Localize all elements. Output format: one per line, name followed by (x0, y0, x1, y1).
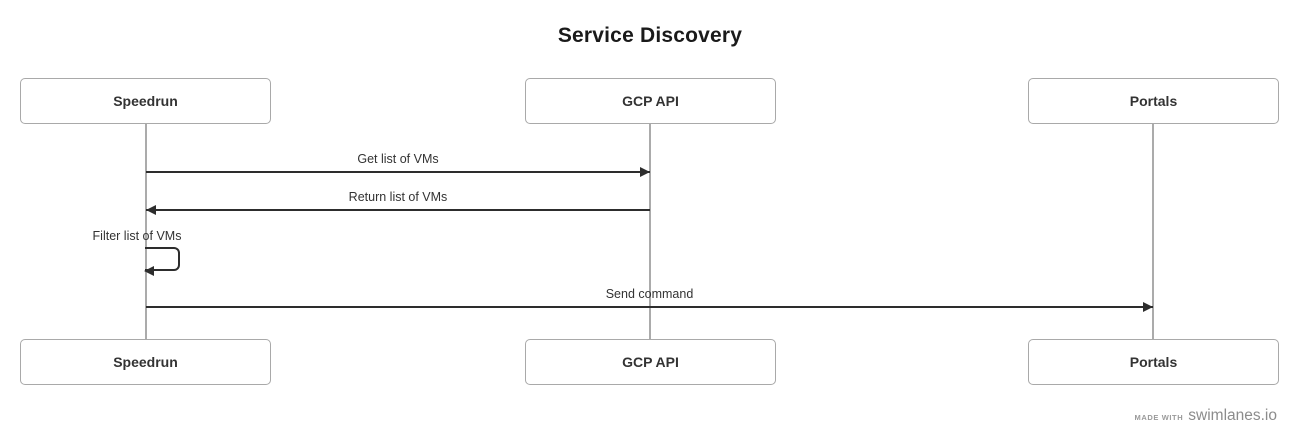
actor-label: Portals (1129, 354, 1178, 370)
arrowhead-right-icon (640, 167, 650, 177)
lifeline-portals (1152, 124, 1154, 340)
actor-box-speedrun-top: Speedrun (20, 78, 271, 124)
actor-label: Portals (1129, 93, 1178, 109)
made-with-label: MADE WITH (1134, 413, 1184, 422)
swimlanes-logo-text: swimlanes.io (1188, 407, 1277, 424)
message-label-filter-list: Filter list of VMs (92, 229, 182, 243)
swimlanes-branding-link[interactable]: MADE WITH swimlanes.io (1135, 407, 1277, 425)
arrowhead-right-icon (1143, 302, 1153, 312)
lifeline-speedrun (145, 124, 147, 340)
actor-box-speedrun-bottom: Speedrun (20, 339, 271, 385)
actor-box-portals-bottom: Portals (1028, 339, 1279, 385)
message-arrow-get-list (146, 167, 650, 177)
message-arrow-send-command (146, 302, 1153, 312)
page-title: Service Discovery (557, 24, 743, 47)
arrowhead-left-icon (144, 266, 154, 276)
actor-label: Speedrun (113, 93, 178, 109)
message-label-send-command: Send command (605, 287, 694, 301)
message-arrow-return-list (146, 205, 650, 215)
message-label-return-list: Return list of VMs (348, 190, 448, 204)
actor-box-gcp-api-bottom: GCP API (525, 339, 776, 385)
actor-label: GCP API (622, 354, 679, 370)
arrowhead-left-icon (146, 205, 156, 215)
actor-label: Speedrun (113, 354, 178, 370)
self-message-loop (144, 247, 180, 276)
lifeline-gcp-api (649, 124, 651, 340)
actor-label: GCP API (622, 93, 679, 109)
actor-box-portals-top: Portals (1028, 78, 1279, 124)
actor-box-gcp-api-top: GCP API (525, 78, 776, 124)
message-label-get-list: Get list of VMs (357, 152, 439, 166)
